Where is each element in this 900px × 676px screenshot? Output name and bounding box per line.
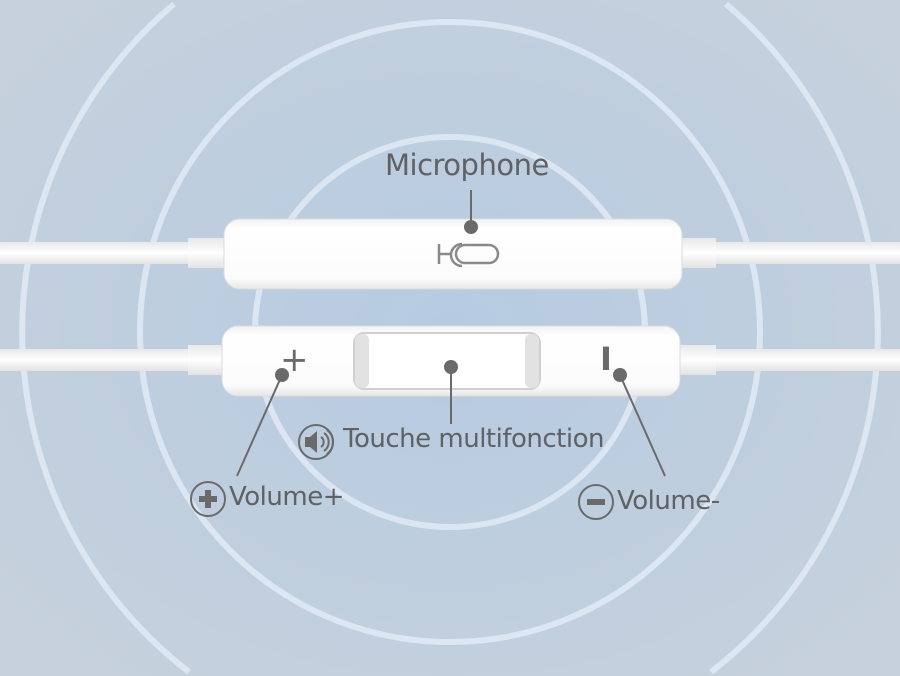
microphone-label: Microphone bbox=[385, 148, 549, 182]
strain-relief-right-bottom bbox=[676, 345, 716, 375]
strain-relief-left bbox=[188, 238, 228, 268]
button-edge-right bbox=[525, 334, 539, 388]
minus-circle-icon bbox=[578, 484, 614, 520]
plus-circle-icon bbox=[190, 481, 226, 517]
volume-up-button-glyph[interactable]: + bbox=[280, 340, 309, 380]
multifunction-button[interactable] bbox=[353, 332, 541, 390]
button-edge-left bbox=[355, 334, 369, 388]
volume-down-label: Volume- bbox=[617, 486, 720, 516]
volume-up-label: Volume+ bbox=[229, 482, 345, 512]
microphone-icon bbox=[437, 242, 500, 268]
strain-relief-left-bottom bbox=[188, 345, 228, 375]
volume-down-button-glyph[interactable]: I bbox=[600, 340, 612, 378]
leader-lines bbox=[236, 190, 666, 477]
ring-outer-left bbox=[19, 1, 191, 675]
strain-relief-right bbox=[676, 238, 716, 268]
ring-middle bbox=[137, 19, 763, 645]
multifunction-label: Touche multifonction bbox=[343, 424, 604, 454]
ring-outer-right bbox=[709, 1, 881, 675]
speaker-icon bbox=[298, 424, 334, 460]
microphone-remote bbox=[0, 218, 900, 290]
remote-body-top bbox=[223, 218, 683, 290]
